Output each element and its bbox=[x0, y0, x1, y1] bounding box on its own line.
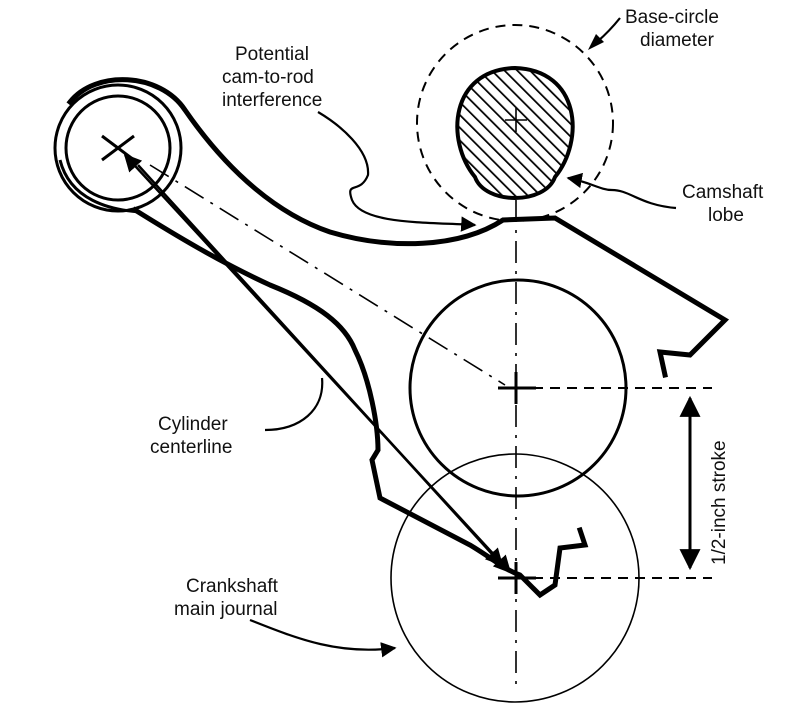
cylinder-label: Cylinder bbox=[158, 414, 228, 435]
rod-small-end bbox=[53, 83, 183, 213]
cylinder-label-2: centerline bbox=[150, 437, 232, 458]
cylinder-leader bbox=[264, 377, 324, 432]
interference-label: Potential bbox=[235, 44, 309, 65]
base-circle-arrowhead bbox=[588, 34, 604, 50]
lobe-center-mark bbox=[505, 108, 527, 132]
camshaft-leader bbox=[566, 172, 677, 210]
camshaft-label: Camshaft bbox=[682, 182, 764, 203]
crankshaft-leader bbox=[249, 618, 397, 658]
connecting-rod-outline bbox=[66, 77, 730, 378]
camshaft-lobe bbox=[455, 65, 575, 200]
base-circle-label: Base-circle bbox=[625, 7, 719, 28]
camshaft-label-2: lobe bbox=[708, 205, 744, 226]
interference-label-3: interference bbox=[222, 90, 322, 111]
crankshaft-label: Crankshaft bbox=[186, 576, 279, 597]
stroke-label: 1/2-inch stroke bbox=[709, 440, 730, 565]
interference-leader bbox=[317, 111, 477, 232]
interference-label-2: cam-to-rod bbox=[222, 67, 314, 88]
crankshaft-label-2: main journal bbox=[174, 599, 278, 620]
pin-to-rod-arrow bbox=[137, 164, 504, 567]
base-circle-label-2: diameter bbox=[640, 30, 715, 51]
base-circle-leader bbox=[596, 17, 621, 43]
rod-beam-upper bbox=[58, 159, 141, 214]
